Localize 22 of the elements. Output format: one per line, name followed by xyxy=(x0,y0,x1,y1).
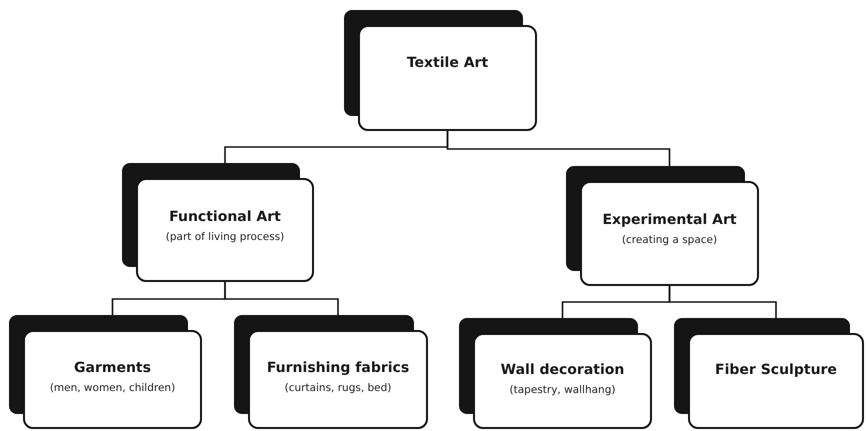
box-subtitle: (tapestry, wallhang) xyxy=(510,384,616,396)
box-title: Furnishing fabrics xyxy=(266,360,410,376)
shadowed-box xyxy=(344,10,537,131)
box-title: Fiber Sculpture xyxy=(715,362,837,378)
shadowed-box xyxy=(234,315,428,429)
box-title: Textile Art xyxy=(406,55,488,71)
box-subtitle: (creating a space) xyxy=(622,234,718,246)
box-title: Functional Art xyxy=(169,209,281,226)
box-title: Experimental Art xyxy=(602,212,737,228)
connector-line xyxy=(224,282,339,315)
connector-line xyxy=(446,131,670,166)
shadowed-box xyxy=(9,315,202,429)
box-title: Garments xyxy=(74,360,151,376)
box-title: Wall decoration xyxy=(500,362,624,378)
connector-line xyxy=(668,286,777,318)
box-subtitle: (part of living process) xyxy=(166,231,284,244)
shadowed-box xyxy=(122,163,314,282)
box-subtitle: (curtains, rugs, bed) xyxy=(284,382,392,394)
shadowed-box xyxy=(566,166,759,286)
shadowed-box xyxy=(459,318,652,429)
shadowed-box xyxy=(674,318,864,429)
box-subtitle: (men, women, children) xyxy=(50,382,176,394)
